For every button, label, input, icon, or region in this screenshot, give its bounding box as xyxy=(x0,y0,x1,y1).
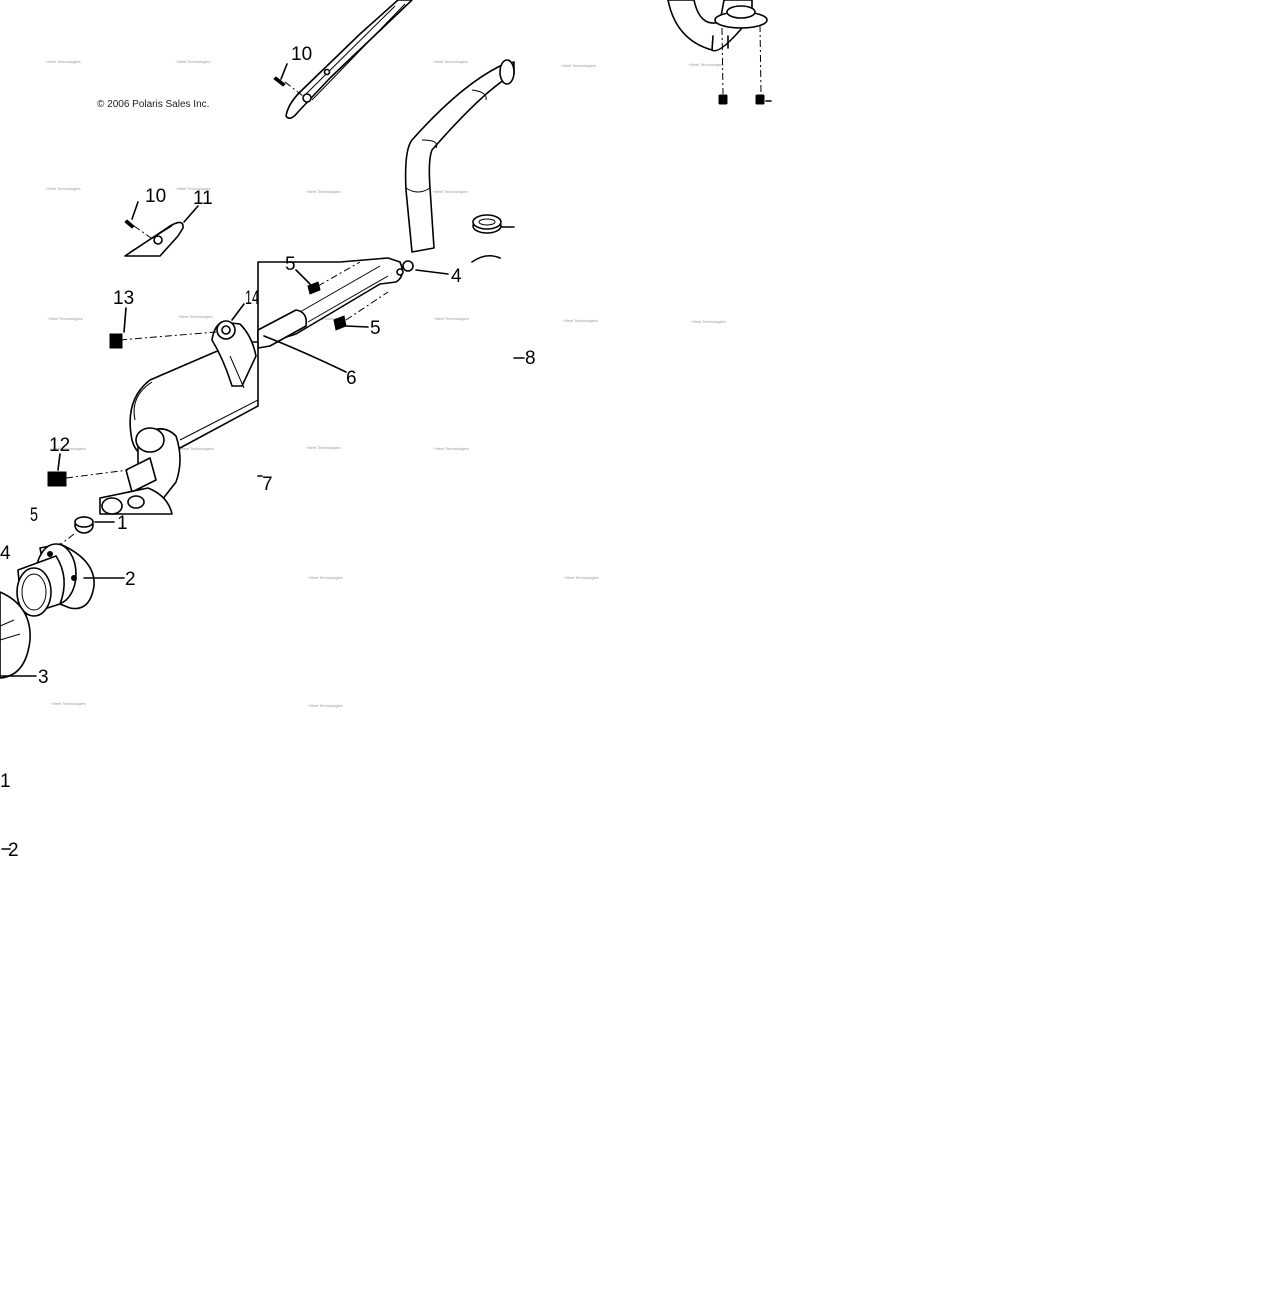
callout-6: 6 xyxy=(346,368,357,389)
callout-3: 3 xyxy=(38,667,49,688)
watermark: ~Meet Technologies xyxy=(563,575,599,580)
callout-1: 1 xyxy=(0,771,11,792)
watermark: ~Meet Technologies xyxy=(307,575,343,580)
watermark: ~Meet Technologies xyxy=(432,59,468,64)
head-pipe xyxy=(404,59,515,253)
callout-14: 14 xyxy=(245,288,259,309)
gasket-ring xyxy=(471,214,515,263)
watermark: ~Meet Technologies xyxy=(432,189,468,194)
watermark: ~Meet Technologies xyxy=(560,63,596,68)
watermark: ~Meet Technologies xyxy=(178,446,214,451)
watermark: ~Meet Technologies xyxy=(307,703,343,708)
tailpipe-flange xyxy=(0,516,125,850)
callout-labels: 10 10 11 5 4 5 13 14 6 8 12 7 5 1 4 2 3 … xyxy=(0,44,536,861)
callout-5: 5 xyxy=(30,505,38,526)
callout-11: 11 xyxy=(193,188,213,209)
watermark: ~Meet Technologies xyxy=(433,446,469,451)
callout-10: 10 xyxy=(291,44,312,65)
watermark: ~Meet Technologies xyxy=(175,186,211,191)
watermark: ~Meet Technologies xyxy=(690,319,726,324)
callout-12: 12 xyxy=(49,435,70,456)
watermark: ~Meet Technologies xyxy=(177,314,213,319)
callout-5: 5 xyxy=(285,254,296,275)
callout-5: 5 xyxy=(370,318,381,339)
watermarks: ~Meet Technologies ~Meet Technologies ~M… xyxy=(45,59,726,708)
watermark: ~Meet Technologies xyxy=(45,59,81,64)
callout-4: 4 xyxy=(451,266,462,287)
watermark: ~Meet Technologies xyxy=(50,701,86,706)
callout-8: 8 xyxy=(525,348,536,369)
callout-10: 10 xyxy=(145,186,166,207)
callout-7: 7 xyxy=(262,474,273,495)
watermark: ~Meet Technologies xyxy=(562,318,598,323)
callout-4: 4 xyxy=(0,543,11,564)
watermark: ~Meet Technologies xyxy=(47,316,83,321)
watermark: ~Meet Technologies xyxy=(175,59,211,64)
muffler xyxy=(47,303,263,515)
callout-2: 2 xyxy=(125,569,136,590)
heat-shield-bracket-upper xyxy=(273,0,413,120)
copyright-notice: © 2006 Polaris Sales Inc. xyxy=(97,99,209,110)
callout-1: 1 xyxy=(117,513,128,534)
watermark: ~Meet Technologies xyxy=(50,446,86,451)
manifold-pipe xyxy=(667,0,772,105)
callout-2: 2 xyxy=(8,840,19,861)
watermark: ~Meet Technologies xyxy=(433,316,469,321)
watermark: ~Meet Technologies xyxy=(688,62,724,67)
watermark: ~Meet Technologies xyxy=(305,445,341,450)
heat-shield-bracket-lower xyxy=(124,201,199,257)
callout-13: 13 xyxy=(113,288,134,309)
watermark: ~Meet Technologies xyxy=(305,189,341,194)
mid-pipe-assembly xyxy=(257,257,525,373)
watermark: ~Meet Technologies xyxy=(45,186,81,191)
